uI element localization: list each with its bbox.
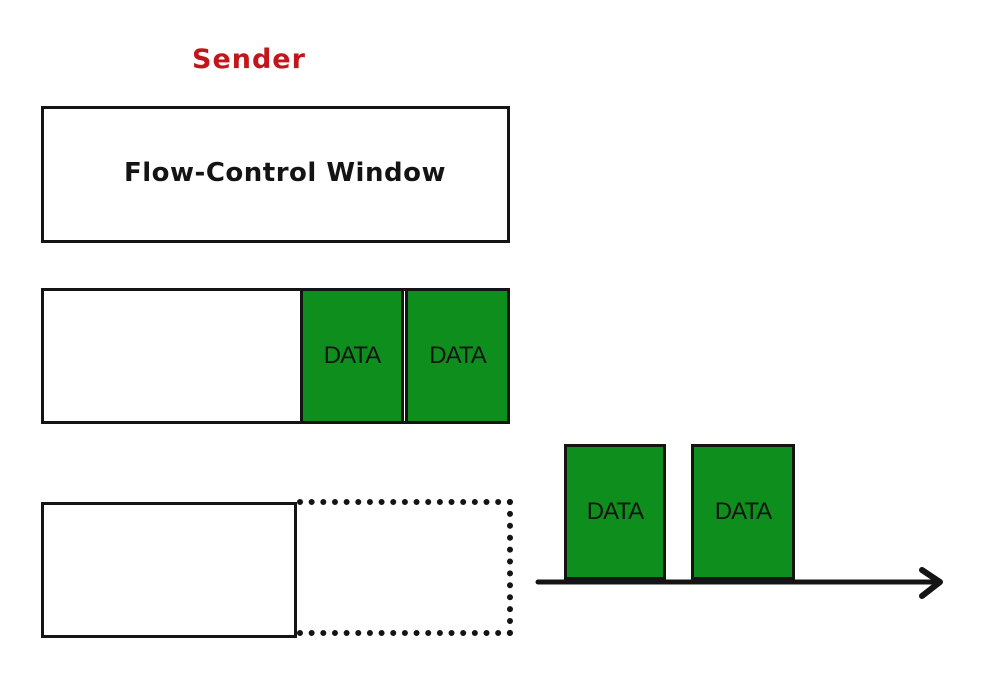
data-packet-sent-1: DATA bbox=[564, 444, 666, 580]
transmission-arrow-head bbox=[919, 567, 943, 599]
data-packet-in-window-2: DATA bbox=[405, 288, 510, 424]
sender-label: Sender bbox=[192, 44, 306, 75]
transmission-arrow bbox=[535, 567, 943, 599]
data-packet-in-window-1: DATA bbox=[300, 288, 404, 424]
flow-control-window-title: Flow-Control Window bbox=[124, 158, 446, 188]
freed-window-slot bbox=[297, 499, 513, 636]
data-packet-sent-2: DATA bbox=[691, 444, 795, 580]
sender-window-after-send bbox=[41, 502, 297, 638]
flow-control-window-box: Flow-Control Window bbox=[41, 106, 510, 243]
